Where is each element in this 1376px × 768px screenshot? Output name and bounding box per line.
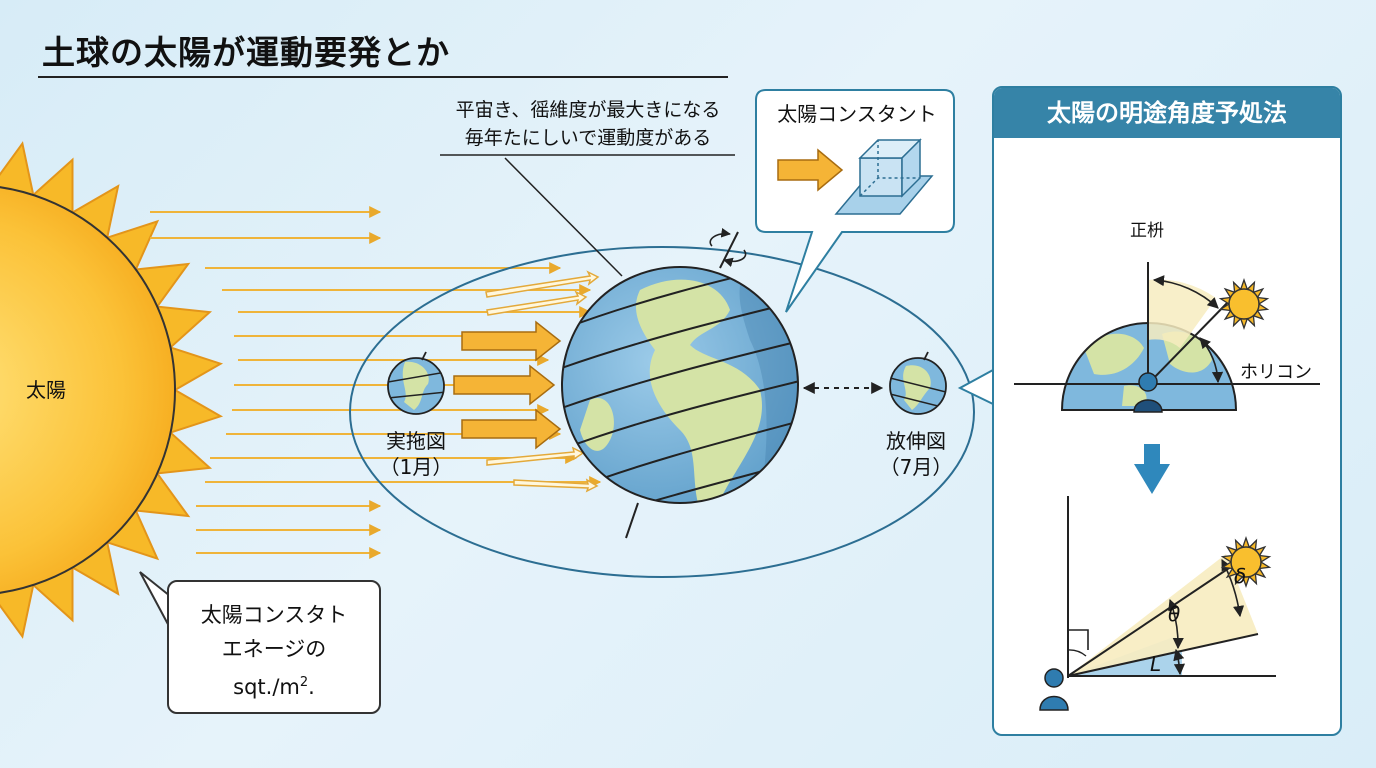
angle-diagram [1014,262,1320,711]
title-divider [38,76,728,78]
person-icon [1133,372,1163,413]
sun-label: 太陽 [26,378,66,402]
down-arrow-icon [1134,444,1170,494]
earth-july [889,351,947,415]
tilt-note-line2: 毎年たにしいで運動度がある [464,127,712,149]
earth-july-label: 放伸図 （7月） [866,428,966,480]
panel-pointer [957,369,994,405]
theta-label: θ [1168,602,1181,626]
angle-panel: 太陽の明途角度予処法 [992,86,1342,736]
energy-pointer [139,571,176,629]
energy-line3: sqt./m2. [169,666,379,704]
rotation-icon [709,228,747,267]
delta-label: δ [1234,564,1247,588]
earth-main [561,231,799,539]
sun-ray-line [1147,299,1231,385]
zenith-label: 正枡 [1130,221,1164,241]
earth-january-name: 実拖図 [386,429,446,453]
energy-unit-exponent: 2 [299,675,309,690]
earth-january [387,351,445,415]
constant-arrow-icon [777,148,844,192]
earth-january-label: 実拖図 （1月） [366,428,466,480]
energy-unit-end: . [308,675,315,699]
energy-box: 太陽コンスタト エネージの sqt./m2. [167,580,381,714]
orbit-path [349,246,975,578]
person-icon [1039,668,1069,711]
page-title: 土球の太陽が運動要発とか [42,33,450,72]
zenith-angle-wedge [1148,279,1216,348]
earth-july-name: 放伸図 [886,429,946,453]
panel-title: 太陽の明途角度予処法 [994,88,1340,138]
l-label: L [1150,652,1162,676]
earth-july-month: （7月） [879,455,953,479]
sun-icon [1218,278,1270,330]
energy-unit: sqt./m [233,675,300,699]
light-rays-double [485,270,600,493]
thick-arrows [453,320,562,450]
energy-line1: 太陽コンスタト [200,603,348,627]
horizon-label: ホリコン [1240,362,1312,383]
tilt-note-line1: 平宙き、徭維度が最大きになる [455,99,721,121]
earth-january-month: （1月） [379,455,453,479]
sun-icon [0,141,224,639]
tilt-note: 平宙き、徭維度が最大きになる 毎年たにしいで運動度がある [438,96,738,152]
energy-line2: エネージの [221,637,327,661]
delta-wedge [1068,554,1258,676]
sun-icon [1220,536,1272,588]
cube-icon [834,138,934,215]
constant-callout-label: 太陽コンスタント [777,102,937,126]
